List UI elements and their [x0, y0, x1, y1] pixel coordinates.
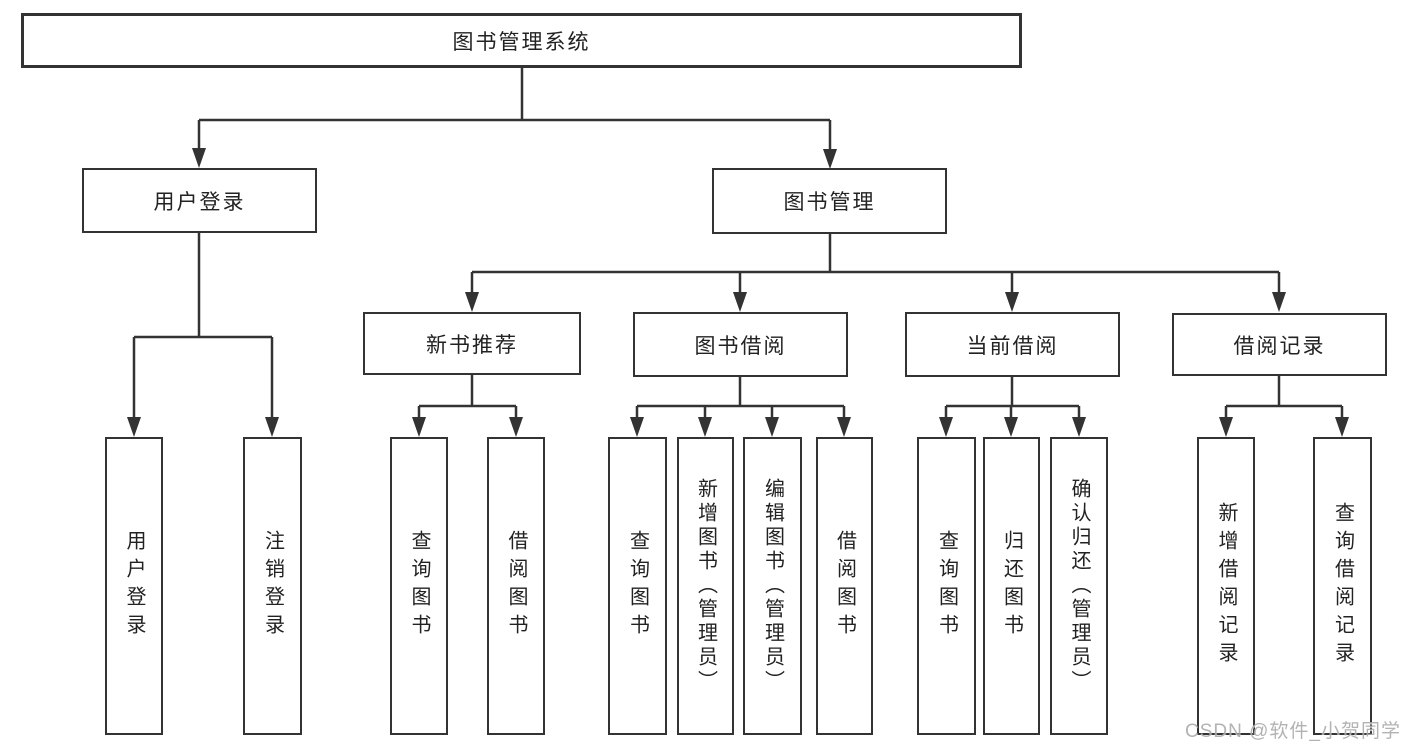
node-borrowing-records: 借阅记录 [1172, 313, 1387, 376]
node-book-management: 图书管理 [712, 168, 947, 234]
leaf-user-login: 用户登录 [105, 437, 163, 735]
csdn-watermark: CSDN @软件_小贺同学 [1185, 721, 1401, 742]
leaf-borrow-books-1: 借阅图书 [487, 437, 545, 735]
leaf-label: 借阅图书 [833, 530, 856, 642]
leaf-label: 确认归还（管理员） [1068, 478, 1090, 694]
leaf-query-books-3: 查询图书 [917, 437, 976, 735]
node-book-borrowing: 图书借阅 [633, 312, 848, 377]
leaf-label: 注销登录 [261, 530, 284, 642]
leaf-query-borrow-record: 查询借阅记录 [1313, 437, 1372, 735]
leaf-label: 查询图书 [626, 530, 649, 642]
leaf-label: 查询借阅记录 [1331, 502, 1354, 670]
leaf-logout: 注销登录 [243, 437, 302, 735]
leaf-borrow-books-2: 借阅图书 [816, 437, 873, 735]
leaf-add-book-admin: 新增图书（管理员） [677, 437, 734, 735]
arrowheads [127, 148, 1349, 437]
leaf-return-book: 归还图书 [983, 437, 1040, 735]
leaf-label: 新增借阅记录 [1215, 502, 1237, 670]
leaf-label: 查询图书 [408, 530, 430, 642]
node-current-borrowing: 当前借阅 [905, 312, 1120, 377]
leaf-label: 新增图书（管理员） [694, 478, 717, 694]
leaf-label: 借阅图书 [505, 530, 527, 642]
leaf-label: 编辑图书（管理员） [761, 478, 784, 694]
node-new-book-recommend: 新书推荐 [363, 312, 581, 375]
leaf-edit-book-admin: 编辑图书（管理员） [743, 437, 802, 735]
node-user-login: 用户登录 [82, 168, 317, 233]
leaf-query-books-1: 查询图书 [390, 437, 448, 735]
leaf-add-borrow-record: 新增借阅记录 [1197, 437, 1255, 735]
leaf-label: 归还图书 [1000, 530, 1023, 642]
leaf-query-books-2: 查询图书 [608, 437, 667, 735]
leaf-label: 用户登录 [123, 530, 145, 642]
leaf-confirm-return-admin: 确认归还（管理员） [1050, 437, 1108, 735]
leaf-label: 查询图书 [935, 530, 958, 642]
node-root-system: 图书管理系统 [21, 13, 1022, 68]
